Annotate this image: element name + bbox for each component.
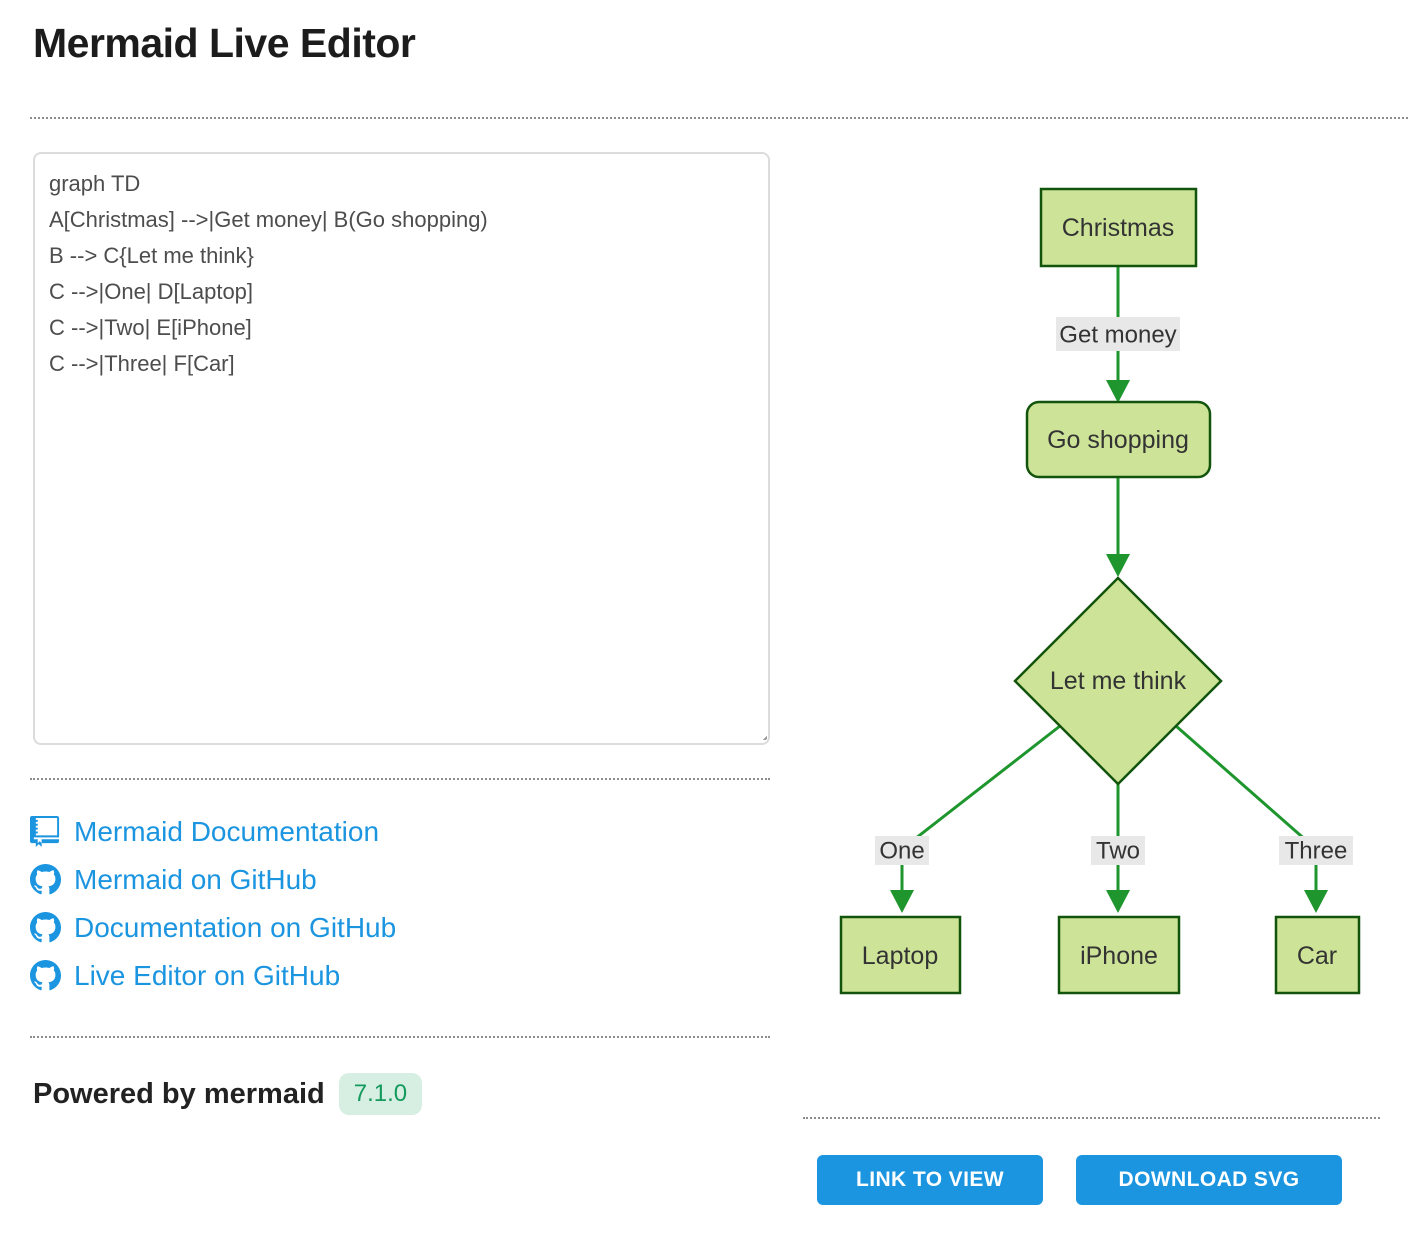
powered-by-label: Powered by mermaid <box>33 1077 325 1110</box>
link-to-view-button[interactable]: LINK TO VIEW <box>817 1155 1043 1205</box>
node-let-me-think <box>1013 576 1223 786</box>
node-car <box>1274 915 1361 995</box>
version-badge: 7.1.0 <box>338 1073 423 1115</box>
edge-label-bg <box>1056 317 1180 351</box>
diagram-edge-labels: Get money One Two Three <box>875 317 1353 865</box>
page-title: Mermaid Live Editor <box>33 20 416 66</box>
link-label: Live Editor on GitHub <box>74 960 341 991</box>
diagram-nodes: Christmas Go shopping Let me think Lapto… <box>839 187 1361 995</box>
edge-let-me-think-to-car <box>1175 724 1318 892</box>
node-laptop <box>839 915 962 995</box>
code-editor-textarea[interactable]: graph TD A[Christmas] -->|Get money| B(G… <box>33 152 770 745</box>
edge-label-three: Three <box>1285 838 1348 865</box>
node-label-christmas: Christmas <box>1062 214 1175 242</box>
link-mermaid-documentation[interactable]: Mermaid Documentation <box>30 814 396 849</box>
download-svg-button[interactable]: DOWNLOAD SVG <box>1076 1155 1342 1205</box>
node-christmas <box>1039 187 1198 268</box>
link-documentation-on-github[interactable]: Documentation on GitHub <box>30 910 396 945</box>
divider <box>30 1036 770 1038</box>
link-label: Mermaid on GitHub <box>74 864 317 895</box>
node-label-laptop: Laptop <box>862 942 938 970</box>
book-icon <box>30 816 61 847</box>
edge-label-two: Two <box>1096 838 1140 865</box>
divider <box>30 778 770 780</box>
divider <box>803 1117 1380 1119</box>
github-icon <box>30 960 61 991</box>
github-icon <box>30 864 61 895</box>
links-section: Mermaid Documentation Mermaid on GitHub … <box>30 814 396 993</box>
arrowhead-icon <box>1106 554 1130 577</box>
arrowhead-icon <box>1304 890 1328 913</box>
flowchart-diagram: Get money One Two Three Christmas Go sho… <box>839 187 1361 995</box>
edge-label-bg <box>1091 836 1145 865</box>
node-go-shopping <box>1025 400 1212 479</box>
link-mermaid-on-github[interactable]: Mermaid on GitHub <box>30 862 396 897</box>
node-label-go-shopping: Go shopping <box>1047 426 1189 454</box>
node-label-car: Car <box>1297 942 1337 970</box>
link-label: Documentation on GitHub <box>74 912 397 943</box>
node-iphone <box>1057 915 1181 995</box>
node-label-let-me-think: Let me think <box>1050 667 1187 695</box>
arrowhead-icon <box>1106 380 1130 403</box>
edge-label-one: One <box>879 838 924 865</box>
github-icon <box>30 912 61 943</box>
edge-label-get-money: Get money <box>1059 322 1176 349</box>
link-live-editor-on-github[interactable]: Live Editor on GitHub <box>30 958 396 993</box>
node-label-iphone: iPhone <box>1080 942 1158 970</box>
link-label: Mermaid Documentation <box>74 816 380 847</box>
arrowhead-icon <box>890 890 914 913</box>
edge-label-bg <box>1279 836 1353 865</box>
divider <box>30 117 1408 119</box>
edge-let-me-think-to-laptop <box>900 724 1061 892</box>
powered-by-row: Powered by mermaid 7.1.0 <box>33 1073 423 1115</box>
edge-label-bg <box>875 836 929 865</box>
arrowhead-icon <box>1106 890 1130 913</box>
